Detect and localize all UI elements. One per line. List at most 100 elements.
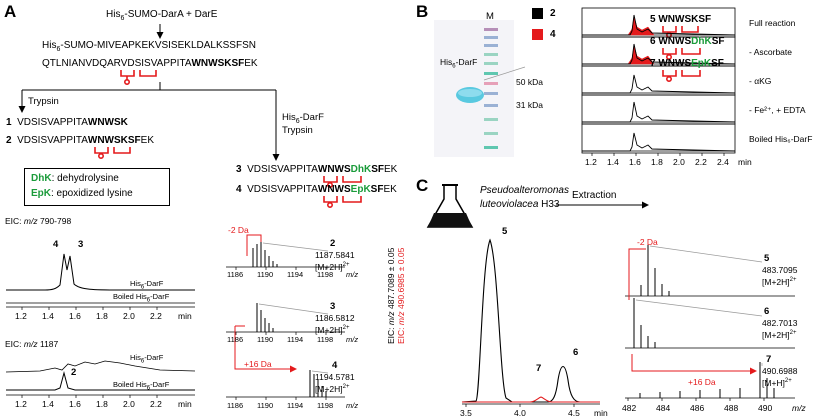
gel-ladder: [484, 28, 498, 149]
c-tick-label: 4.0: [514, 408, 526, 418]
c-tick-label: 3.5: [460, 408, 472, 418]
c-peak-5: 5: [502, 226, 508, 237]
trace-eic2-darf: [5, 360, 196, 373]
c-ms-annot-5-mass: 483.7095: [762, 265, 798, 275]
time-unit-label: min: [178, 311, 192, 321]
trace-frame: [581, 65, 736, 96]
ladder-band: [484, 118, 498, 121]
c-tick-label: 4.5: [568, 408, 580, 418]
ladder-band: [484, 36, 498, 39]
ladder-band: [484, 62, 498, 65]
c-ms-plus16-label: +16 Da: [688, 377, 716, 387]
ms-sticks-4: [309, 370, 327, 397]
eic2-label: EIC: m/z 1187: [5, 339, 59, 349]
ms-tick-label: 1198: [317, 335, 334, 344]
ms-annot-3-mass: 1186.5812: [315, 313, 355, 323]
c-ms-minus2-label: -2 Da: [637, 237, 658, 247]
ms-tick-label: 1186: [227, 401, 244, 410]
ms-annot-4-num: 4: [332, 360, 338, 371]
ms-plus16-label: +16 Da: [244, 359, 272, 369]
ladder-band: [484, 92, 498, 95]
ms-tick-label: 1190: [257, 401, 274, 410]
legend-label-2: 2: [550, 8, 556, 19]
ladder-band: [484, 146, 498, 149]
ms-annot-2-mass: 1187.5841: [315, 250, 355, 260]
sequence-line-2: QTLNIANVDQARVDSISVAPPITAWNWSKSFEK: [42, 58, 258, 69]
extraction-label: Extraction: [572, 190, 617, 201]
ladder-band: [484, 53, 498, 56]
b-tick-label: 2.0: [673, 157, 685, 167]
c-ms-annot-6-mass: 482.7013: [762, 318, 798, 328]
ladder-band: [484, 28, 498, 31]
trace-label-b: - Fe²⁺, + EDTA: [749, 105, 806, 115]
c-ms-annot-7-ion: [M+H]2+: [762, 377, 792, 388]
trace-black: [582, 43, 736, 65]
time-tick-label: 1.6: [69, 311, 81, 321]
panel-label-a: A: [4, 2, 17, 21]
c-ms-tick-label: 490: [758, 403, 773, 413]
ms-tick-label: 1190: [257, 335, 274, 344]
time-tick-label: 2.0: [123, 311, 135, 321]
ms-sticks-7: [639, 362, 775, 398]
trace-black: [582, 101, 736, 123]
ms-tick-label: 1198: [317, 270, 334, 279]
c-ms-annot-6-num: 6: [764, 306, 770, 317]
c-ms-tick-label: 482: [622, 403, 637, 413]
ms-tick-label: 1194: [287, 401, 304, 410]
eic-c-black-label: EIC: m/z 487.7089 ± 0.05: [386, 247, 396, 344]
gel-marker-label: M: [486, 11, 494, 22]
b-tick-label: 1.4: [607, 157, 619, 167]
c-ticks: [465, 404, 575, 407]
enzyme-right-label-1: His6-DarF: [282, 112, 324, 125]
gel-band-label: His6-DarF: [440, 57, 478, 70]
ms-annot-2-num: 2: [330, 238, 336, 249]
substrate-enzyme-label: His6-SUMO-DarA + DarE: [106, 9, 218, 23]
c-unit-label: min: [594, 408, 608, 418]
ladder-band: [484, 44, 498, 47]
c-peak-6: 6: [573, 347, 579, 358]
eic-chromatogram-c: [461, 238, 600, 405]
eic1-trace-darf: His6-DarF: [130, 279, 164, 291]
sds-page-gel: [434, 20, 526, 157]
trace-label-b: Full reaction: [749, 18, 796, 28]
modification-legend: DhK: dehydrolysine EpK: epoxidized lysin…: [24, 168, 170, 206]
ms-sticks-2: [252, 242, 278, 267]
time-tick-label: 1.2: [15, 399, 27, 409]
trace-black: [582, 132, 736, 152]
c-ms-ticks: [627, 398, 765, 401]
trace-eic1-darf: [6, 253, 195, 291]
time-tick-label: 2.0: [123, 399, 135, 409]
chromatograms-b: [581, 7, 736, 156]
enzyme-right-label-2: Trypsin: [282, 125, 313, 136]
c-ms-tick-label: 486: [690, 403, 705, 413]
time-tick-label: 1.4: [42, 399, 54, 409]
flask-icon: [426, 184, 474, 228]
ms-tick-label: 1186: [227, 335, 244, 344]
eic1-peak-3: 3: [78, 239, 84, 250]
ms-ticks-a: [235, 267, 327, 400]
b-tick-label: 1.8: [651, 157, 663, 167]
c-ms-annot-7-mass: 490.6988: [762, 366, 798, 376]
eic2-trace-darf: His6-DarF: [130, 353, 164, 365]
ms-tick-label: 1190: [257, 270, 274, 279]
time-tick-label: 2.2: [150, 399, 162, 409]
trace-label-b: - αKG: [749, 76, 772, 86]
c-peak-7: 7: [536, 363, 542, 374]
time-tick-label: 1.4: [42, 311, 54, 321]
eic1-trace-boiled: Boiled His6-DarF: [113, 292, 170, 304]
trace-black: [582, 74, 736, 94]
product-5: 5 WNWSKSF: [650, 14, 712, 25]
ms-tick-label: 1186: [227, 270, 244, 279]
product-4: 4 VDSISVAPPITAWNWSEpKSFEK: [236, 184, 397, 195]
ms-unit-label: m/z: [346, 335, 359, 344]
panel-label-b: B: [416, 2, 429, 21]
eic2-peak-2: 2: [71, 367, 77, 378]
ms-tick-label: 1194: [287, 270, 304, 279]
ms-tick-label: 1194: [287, 335, 304, 344]
trace-label-b: Boiled His₆-DarF: [749, 134, 813, 144]
product-2: 2 VDSISVAPPITAWNWSKSFEK: [6, 135, 155, 146]
crosslink-brackets: [94, 26, 701, 209]
ms-sticks-3: [256, 303, 274, 332]
ms-annot-3-ion: [M+2H]2+: [315, 324, 350, 335]
